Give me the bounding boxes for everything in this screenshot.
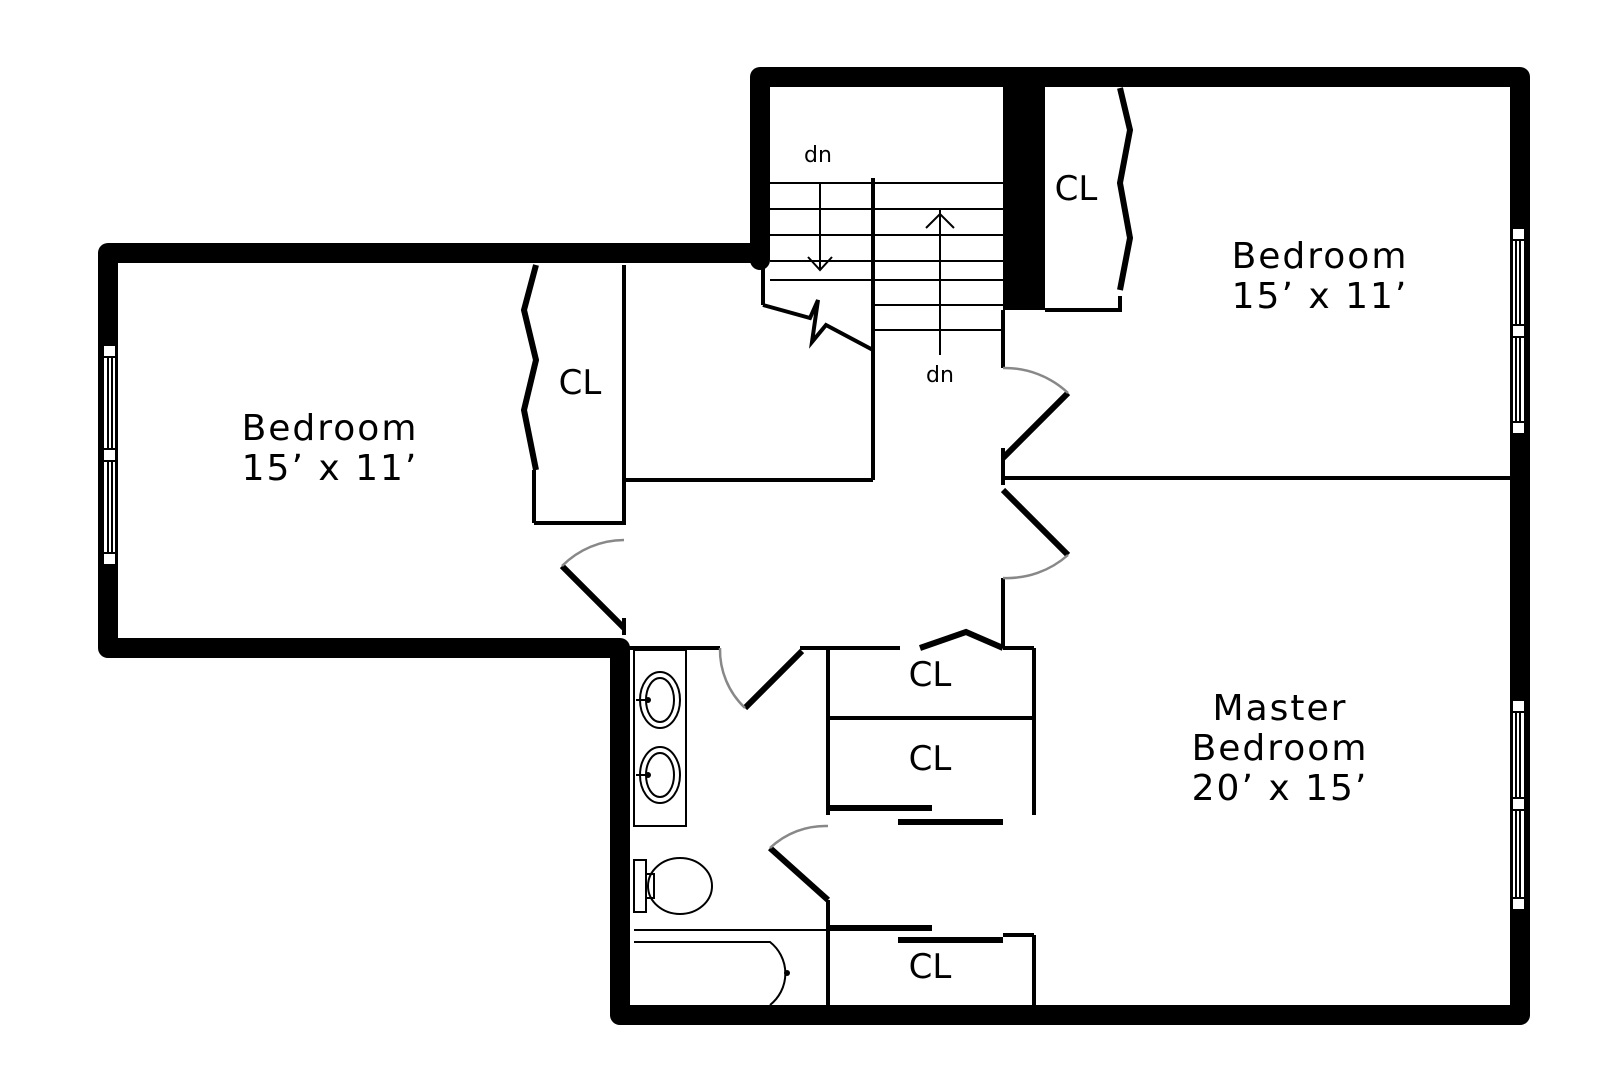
closet-label-master-1: CL (909, 739, 952, 779)
windows (102, 227, 1526, 911)
doors (559, 366, 1071, 903)
window-right-lower (1511, 699, 1526, 911)
closet-label-left-bedroom: CL (559, 363, 602, 403)
stair-wall (1003, 85, 1045, 310)
room-name-master-line2: Bedroom (1192, 728, 1369, 769)
closet-label-right-bedroom: CL (1055, 169, 1098, 209)
window-right-upper (1511, 227, 1526, 435)
room-size-bedroom-right: 15’ x 11’ (1232, 276, 1409, 317)
window-left (102, 344, 117, 566)
closet-label-master-2: CL (909, 947, 952, 987)
stair-label-down-bottom: dn (926, 363, 954, 388)
labels: Bedroom 15’ x 11’ Bedroom 15’ x 11’ Mast… (242, 143, 1409, 987)
toilet-icon (633, 857, 713, 915)
room-name-master-line1: Master (1213, 688, 1348, 729)
vanity (633, 649, 687, 827)
stair-label-down-top: dn (804, 143, 832, 168)
closet-label-hall: CL (909, 655, 952, 695)
room-name-bedroom-left: Bedroom (242, 408, 419, 449)
sink-icon (636, 746, 681, 804)
staircase (761, 178, 1003, 355)
closet-doors (520, 87, 1134, 651)
bathroom-fixtures (633, 649, 828, 1006)
bathtub-icon (634, 929, 828, 1006)
sink-icon (636, 671, 681, 729)
room-size-bedroom-left: 15’ x 11’ (242, 448, 419, 489)
exterior-walls (98, 67, 1530, 1025)
interior-walls (532, 265, 1512, 1005)
exterior-wall-outline (98, 67, 1530, 1025)
room-size-master: 20’ x 15’ (1192, 768, 1369, 809)
room-name-bedroom-right: Bedroom (1232, 236, 1409, 277)
